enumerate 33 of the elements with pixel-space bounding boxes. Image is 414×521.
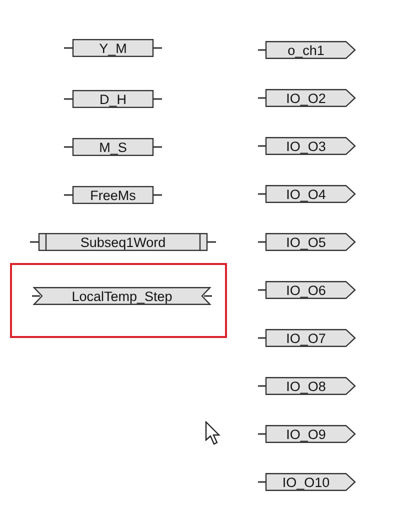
block-label: Subseq1Word (79, 234, 167, 251)
block-label: IO_O6 (285, 282, 327, 299)
block-label: IO_O2 (285, 90, 327, 107)
output-connector (258, 185, 355, 203)
output-connector (258, 233, 355, 251)
function-block (64, 186, 162, 204)
function-block (64, 39, 162, 57)
output-connector (258, 377, 355, 395)
subroutine-block (30, 233, 216, 251)
block-label: IO_O7 (285, 330, 327, 347)
function-block (64, 138, 162, 156)
block-label: D_H (98, 90, 128, 108)
block-label: FreeMs (89, 186, 137, 204)
output-connector (258, 329, 355, 347)
output-connector (258, 137, 355, 155)
output-connector (258, 473, 355, 491)
block-label: IO_O3 (285, 138, 327, 155)
step-connector (32, 287, 212, 305)
block-label: o_ch1 (286, 42, 326, 59)
block-label: IO_O8 (285, 378, 327, 395)
block-label: IO_O5 (285, 234, 327, 251)
block-label: IO_O9 (285, 426, 327, 443)
output-connector (258, 281, 355, 299)
block-label: IO_O4 (285, 186, 327, 203)
output-connector (258, 425, 355, 443)
function-block (64, 90, 162, 108)
output-connector (258, 89, 355, 107)
block-label: Y_M (98, 40, 128, 57)
block-label: M_S (98, 138, 128, 156)
output-connector (258, 41, 355, 59)
highlight-frame (10, 263, 227, 338)
block-label: LocalTemp_Step (70, 288, 174, 305)
block-label: IO_O10 (281, 474, 331, 491)
